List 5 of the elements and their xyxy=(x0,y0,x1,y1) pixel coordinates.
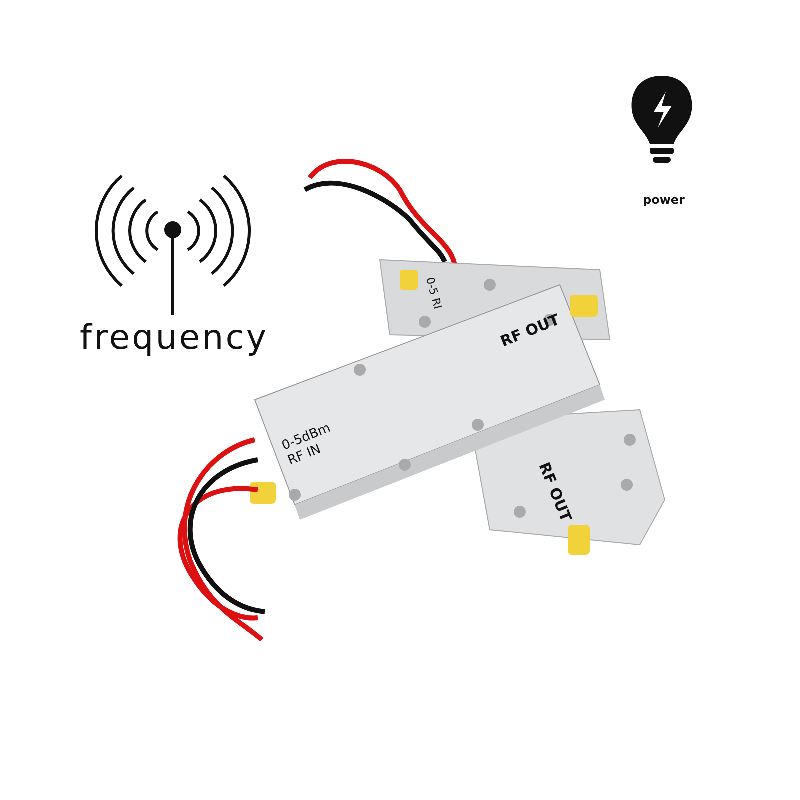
frequency-caption: frequency xyxy=(80,318,269,358)
module-label: 0-5 RI xyxy=(423,276,446,313)
module-label: RF OUT xyxy=(535,460,576,524)
module-label: RF OUT xyxy=(498,310,562,351)
power-caption: power xyxy=(643,193,685,207)
